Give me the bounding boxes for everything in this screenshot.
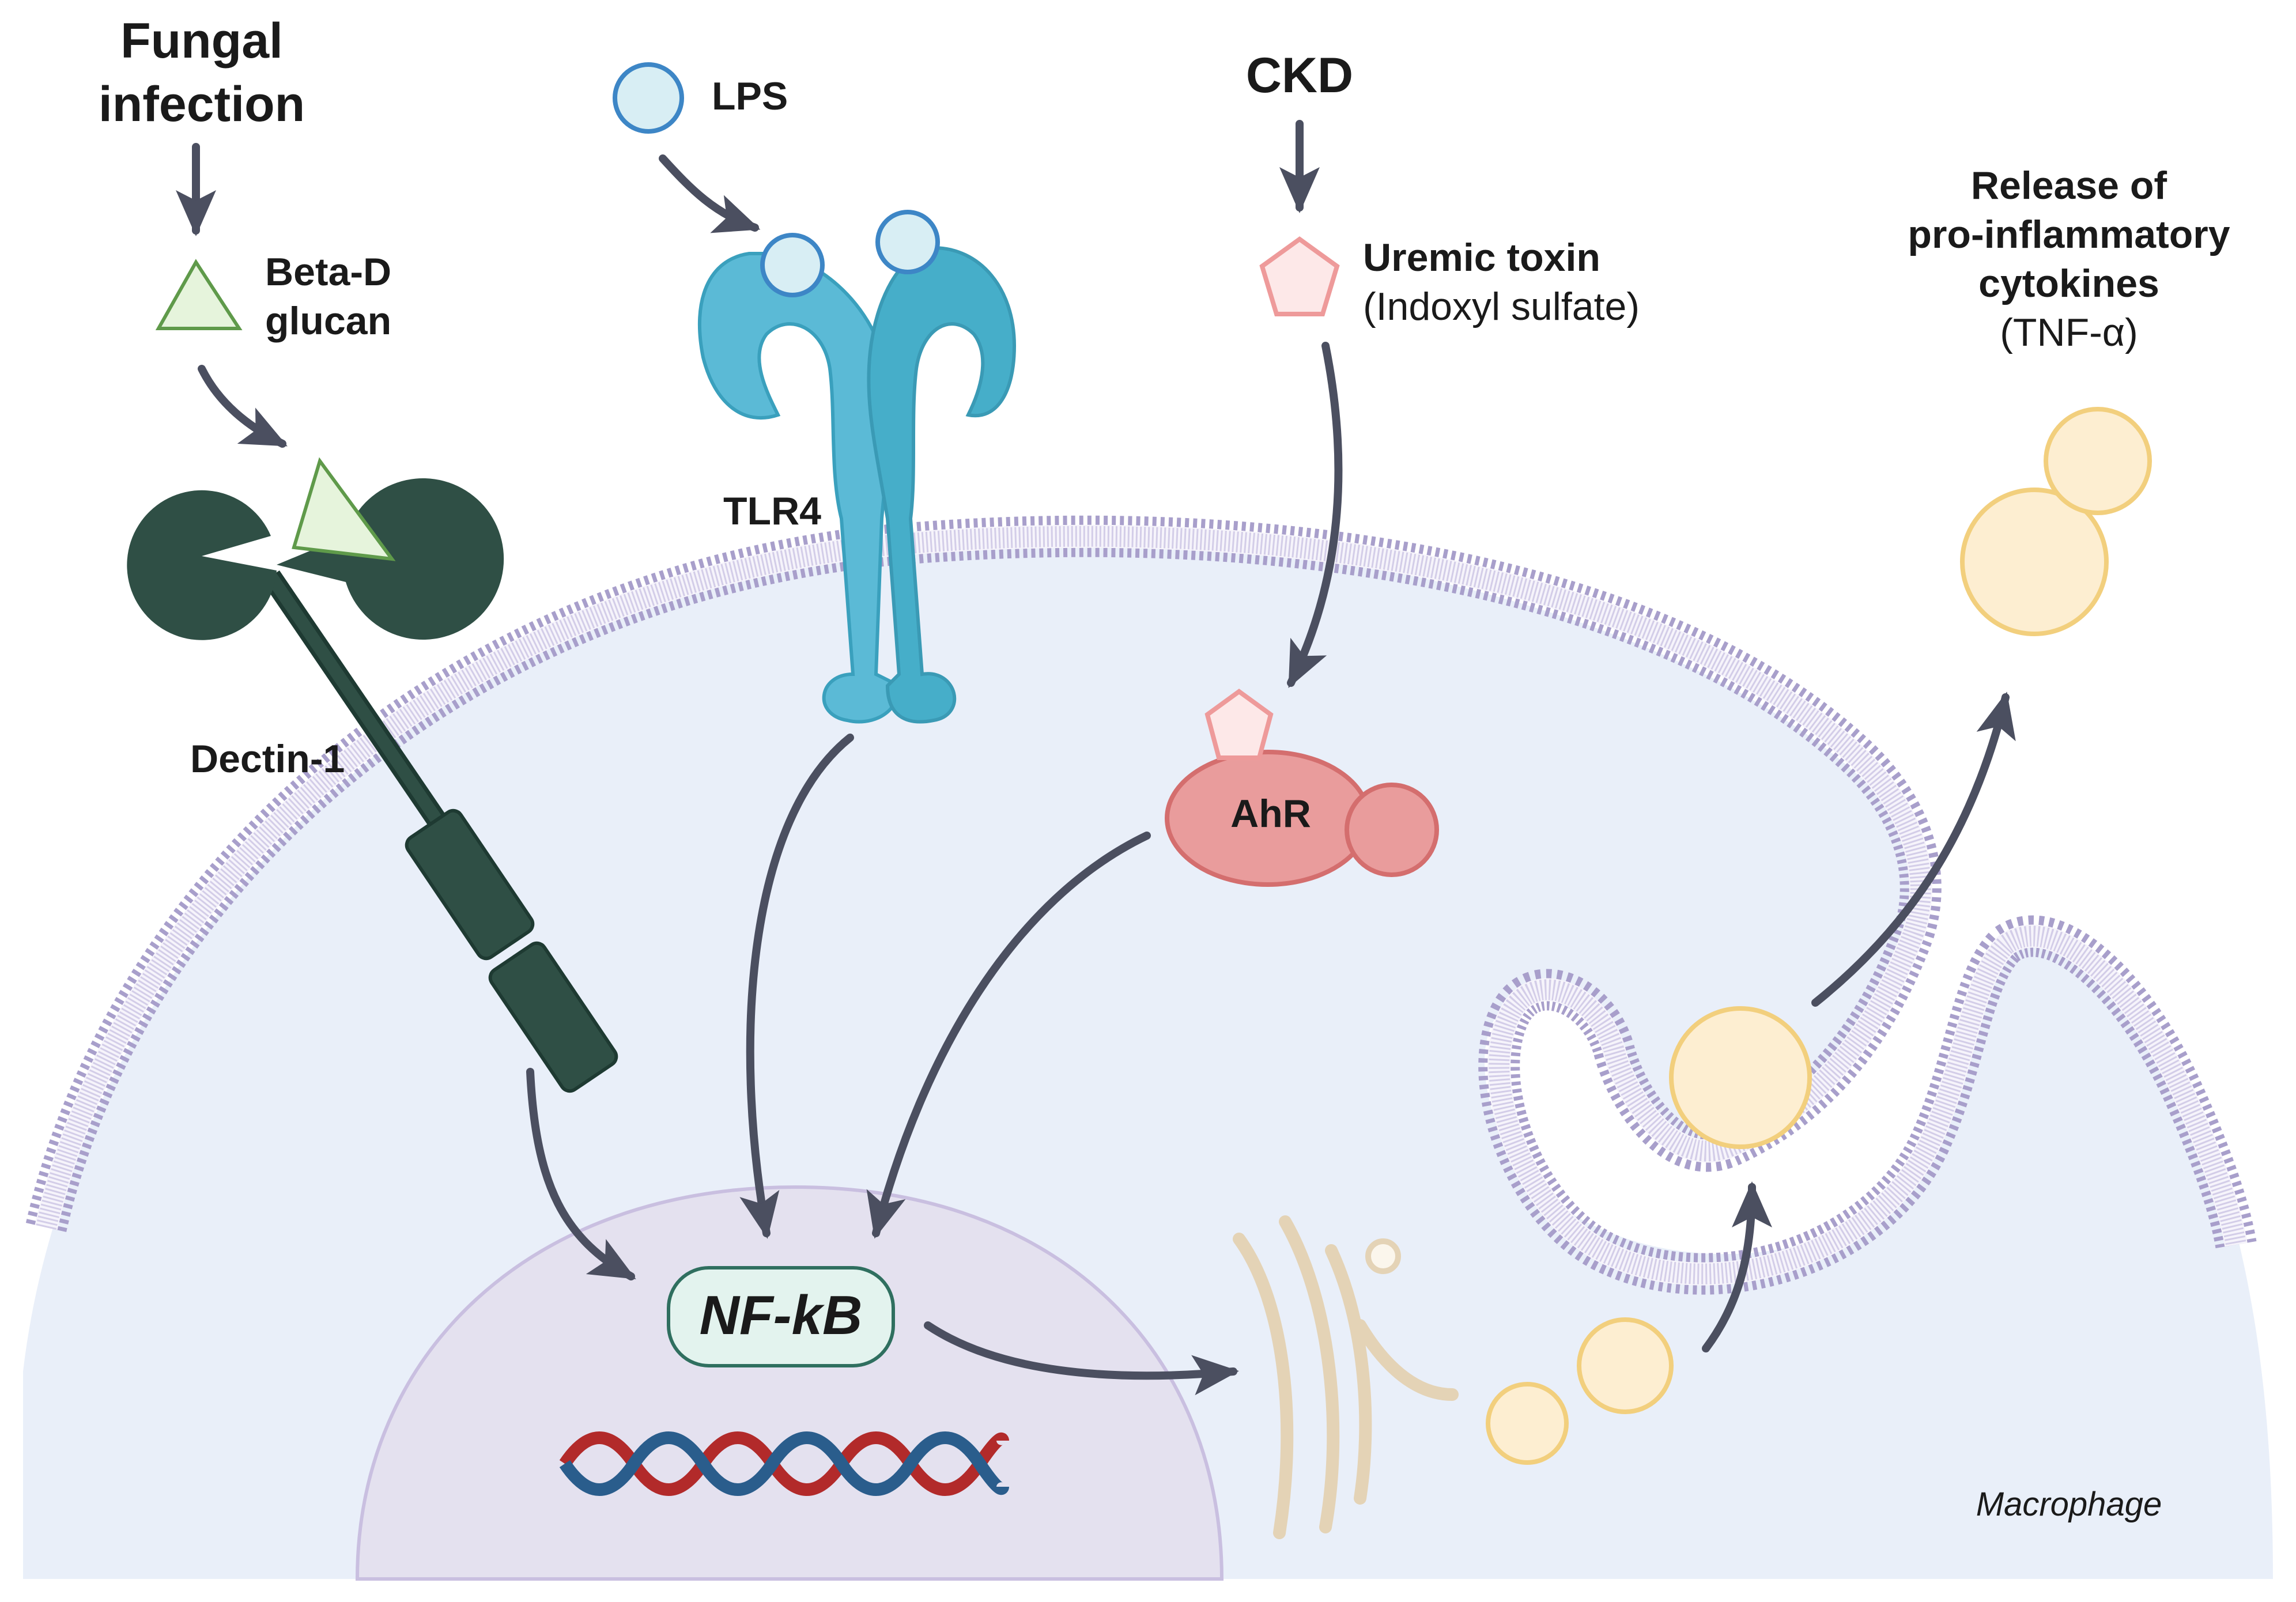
release-label-3: cytokines — [1978, 262, 2159, 305]
lps-icon — [613, 62, 684, 134]
tlr4-receptor — [697, 210, 1017, 724]
tlr4-label: TLR4 — [723, 489, 821, 533]
nfkb-label: NF-kB — [700, 1284, 863, 1346]
dna-helix — [559, 1431, 1009, 1496]
arrows — [176, 120, 2016, 1396]
ahr-label: AhR — [1230, 792, 1311, 836]
release-label-2: pro-inflammatory — [1908, 213, 2230, 256]
fungal-infection-label-2: infection — [99, 77, 305, 132]
beta-d-glucan-label: Beta-D — [265, 250, 391, 294]
uremic-toxin-label-2: (Indoxyl sulfate) — [1363, 285, 1640, 328]
dectin-1-label: Dectin-1 — [190, 737, 345, 781]
ahr-receptor — [1165, 689, 1439, 887]
uremic-toxin-icon — [1259, 236, 1340, 316]
dectin-1-receptor — [127, 478, 618, 1093]
nfkb-box — [667, 1266, 895, 1367]
ckd-label: CKD — [1246, 48, 1353, 103]
golgi-apparatus — [1233, 1215, 1459, 1539]
cytokine-vesicles — [1486, 407, 2152, 1465]
macrophage-label: Macrophage — [1976, 1486, 2162, 1523]
fungal-infection-label: Fungal — [120, 13, 283, 69]
beta-d-glucan-icon — [155, 259, 243, 330]
beta-d-glucan-label-2: glucan — [265, 299, 391, 343]
glucan-bound-icon — [292, 457, 396, 561]
lps-label: LPS — [712, 74, 788, 118]
uremic-toxin-label: Uremic toxin — [1363, 236, 1600, 279]
release-label: Release of — [1971, 164, 2167, 207]
release-label-4: (TNF-α) — [2000, 311, 2138, 354]
